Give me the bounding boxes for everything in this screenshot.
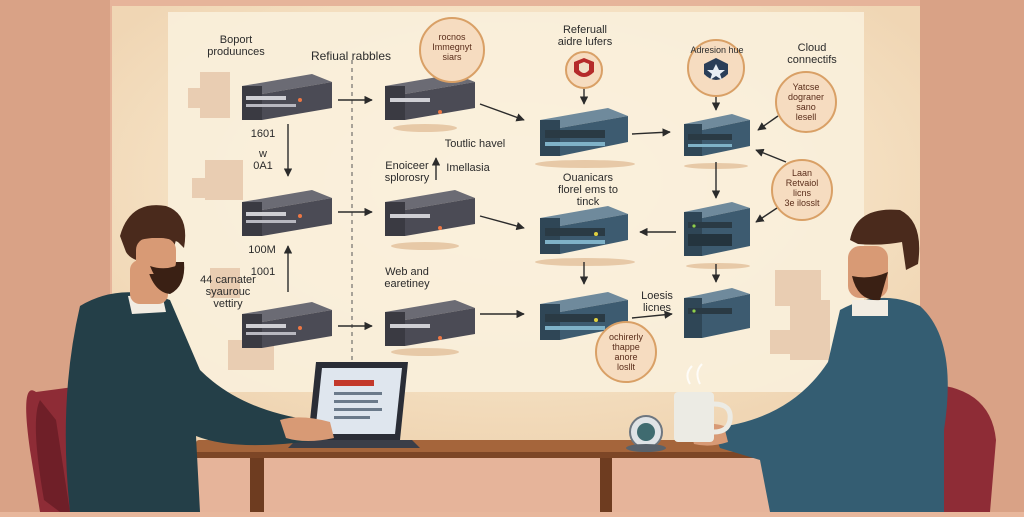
callout-ring-1 xyxy=(419,17,485,83)
device-col2-row3 xyxy=(385,300,475,356)
label-100m: 100M xyxy=(248,244,276,256)
globe-orb xyxy=(626,415,666,452)
label-imellasia: Imellasia xyxy=(446,162,490,174)
desk-leg-mid xyxy=(600,458,612,512)
label-w-0a1: w 0A1 xyxy=(253,148,273,172)
callout-ring-3 xyxy=(771,159,833,221)
coffee-mug xyxy=(674,363,733,442)
callout-text-4: ochirerly thappe anore losllt xyxy=(608,332,643,372)
label-encoder: Enoiceer splorosry xyxy=(384,160,430,184)
flow-arrows xyxy=(283,84,787,331)
switch-col4-row1 xyxy=(684,114,750,169)
label-referral: Referuall aidre lufers xyxy=(557,24,613,48)
switch-col3-row1 xyxy=(535,108,635,168)
label-loesis: Loesis licnes xyxy=(641,290,673,314)
paper-scraps xyxy=(188,72,830,370)
shield-icon-2 xyxy=(687,39,745,97)
label-adresion-hue: Adresion hue xyxy=(690,45,744,55)
device-col1-row1 xyxy=(242,74,332,120)
shield-icon xyxy=(565,51,603,89)
label-1601: 1601 xyxy=(250,128,276,140)
callout-ring-2 xyxy=(775,71,837,133)
label-bottom-left: 44 carnater syaurouc vettiry xyxy=(200,274,256,310)
switch-col4-row2 xyxy=(684,202,750,269)
desk-leg-left xyxy=(250,458,264,512)
label-ouanicars: Ouanicars florel ems to tinck xyxy=(558,172,618,208)
desk-edge xyxy=(196,452,842,458)
label-web-and: Web and earetiney xyxy=(384,266,430,290)
label-toutic-havel: Toutlic havel xyxy=(444,138,506,150)
label-cloud: Cloud connectifs xyxy=(787,42,837,66)
person-left xyxy=(65,205,334,512)
device-col1-row3 xyxy=(242,302,332,348)
label-1001: 1001 xyxy=(250,266,276,278)
switch-col4-row3 xyxy=(684,288,750,338)
laptop xyxy=(288,362,420,448)
switch-col3-row2 xyxy=(535,206,635,266)
switch-col3-row3 xyxy=(540,292,628,340)
device-col2-row2 xyxy=(385,190,475,250)
label-col1-title: Refiual rabbles xyxy=(310,49,392,63)
label-top-left: Boport produunces xyxy=(207,34,265,58)
device-col1-row2 xyxy=(242,190,332,236)
callout-text-1: rocnos Immegnyt siars xyxy=(432,32,472,62)
callout-text-2: Yatcse dograner sano lesell xyxy=(787,82,825,122)
callout-ring-4 xyxy=(595,321,657,383)
callout-text-3: Laan Retvaiol licns 3e ilosslt xyxy=(784,168,820,208)
